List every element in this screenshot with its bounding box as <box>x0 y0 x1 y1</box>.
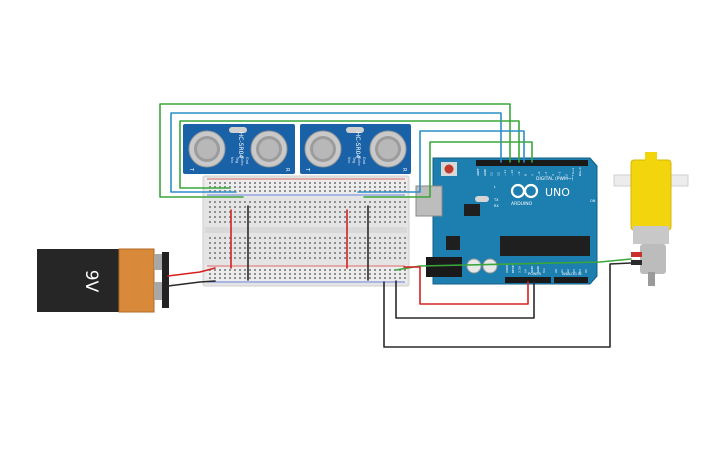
ultrasonic-sensor-2[interactable]: HC-SR04 T R Vcc Trig Echo Gnd <box>300 124 411 174</box>
power-jack <box>426 257 462 277</box>
board-model-label: UNO <box>545 186 570 199</box>
sensor-1-mark-r: R <box>284 168 290 172</box>
analog-pin-label-5: A5 <box>584 269 588 273</box>
wire-black-gnd[interactable] <box>395 280 535 319</box>
sensor-2-pin-echo: Echo <box>357 157 361 166</box>
power-header-label: POWER <box>528 272 542 276</box>
digital-pin-label-12: ~3 <box>558 171 562 176</box>
digital-pin-label-9: ~6 <box>537 171 541 176</box>
sensor-2-pin-trig: Trig <box>352 156 356 163</box>
digital-pin-label-11: 4 <box>551 174 555 176</box>
sensor-1-mark-t: T <box>188 167 194 172</box>
sensor-1-pin-trig: Trig <box>235 156 239 163</box>
digital-header-label: DIGITAL (PWM~) <box>536 176 574 182</box>
analog-pin-label-2: A2 <box>566 269 570 273</box>
wire-blue-sensor1[interactable] <box>170 112 502 193</box>
tx-led-label: TX <box>493 198 499 202</box>
analog-pin-label-3: A3 <box>572 269 576 273</box>
wire-black-battery[interactable] <box>167 280 216 287</box>
digital-pin-label-4: ~11 <box>503 170 507 176</box>
analog-pin-label-1: A1 <box>560 269 564 273</box>
digital-pin-label-6: ~9 <box>517 171 521 176</box>
wire-green-motor[interactable] <box>395 258 632 271</box>
digital-pin-label-0: AREF <box>476 168 480 176</box>
sensor-1-pin-gnd: Gnd <box>245 157 249 164</box>
power-pin-label-1: RESET <box>511 263 515 273</box>
wire-green-sensor1-outer[interactable] <box>159 103 511 198</box>
digital-pin-label-5: ~10 <box>510 170 514 176</box>
power-pin-label-0: IOREF <box>505 264 509 273</box>
sensor-2-model-label: HC-SR04 <box>354 132 361 159</box>
wire-green-sensor1-inner[interactable] <box>179 120 520 189</box>
wire-red-5v[interactable] <box>403 266 529 305</box>
analog-pin-label-0: A0 <box>554 269 558 273</box>
digital-pin-label-15: RX←0 <box>578 167 582 176</box>
digital-pin-label-8: 7 <box>530 174 534 176</box>
analog-header <box>554 277 588 283</box>
board-brand-label: ARDUINO <box>511 201 533 207</box>
wire-green-sensor2[interactable] <box>363 141 533 198</box>
digital-pin-label-14: TX→1 <box>571 168 575 177</box>
microcontroller-chip <box>500 236 590 256</box>
wire-red-battery[interactable] <box>167 267 216 277</box>
digital-pin-label-3: 12 <box>496 172 500 176</box>
rx-led-label: RX <box>494 204 499 208</box>
ultrasonic-sensor-1[interactable]: HC-SR04 T R Vcc Trig Echo Gnd <box>183 124 295 174</box>
motor-terminal-black <box>631 260 642 265</box>
on-led-label: ON <box>590 199 596 203</box>
sensor-2-pin-vcc: Vcc <box>347 157 351 163</box>
battery-label: 9V <box>81 270 101 293</box>
arduino-logo <box>510 183 539 199</box>
power-pin-label-6: Vin <box>542 268 546 273</box>
battery-9v[interactable]: 9V <box>37 248 169 313</box>
breadboard-holes <box>209 182 406 279</box>
breadboard[interactable] <box>202 175 410 287</box>
digital-pin-label-10: ~5 <box>544 171 548 176</box>
wire-black-motor[interactable] <box>383 262 632 348</box>
sensor-1-model-label: HC-SR04 <box>237 132 244 159</box>
power-pin-label-3: 5V <box>524 268 528 273</box>
power-pin-label-5: GND <box>536 265 540 273</box>
power-pin-label-4: GND <box>530 265 534 273</box>
arduino-uno-board[interactable]: UNO ARDUINO DIGITAL (PWM~) POWER ANALOG … <box>415 157 598 285</box>
sensor-2-pin-gnd: Gnd <box>362 157 366 164</box>
digital-pin-label-7: 8 <box>524 174 528 176</box>
motor-terminal-red <box>631 252 642 257</box>
digital-header <box>476 160 588 166</box>
dc-gear-motor[interactable] <box>613 152 689 286</box>
l-led-label: L <box>494 185 496 189</box>
power-pin-label-2: 3.3V <box>517 265 521 273</box>
digital-pin-label-1: GND <box>483 168 487 176</box>
digital-pin-label-13: 2 <box>564 174 568 176</box>
digital-pin-label-2: 13 <box>490 172 494 176</box>
sensor-1-pin-echo: Echo <box>240 157 244 166</box>
sensor-2-mark-r: R <box>401 168 407 172</box>
sensor-1-pin-vcc: Vcc <box>230 157 234 163</box>
analog-header-label: ANALOG IN <box>562 272 582 276</box>
power-header <box>505 277 551 283</box>
sensor-2-mark-t: T <box>304 167 310 172</box>
analog-pin-label-4: A4 <box>578 269 582 273</box>
